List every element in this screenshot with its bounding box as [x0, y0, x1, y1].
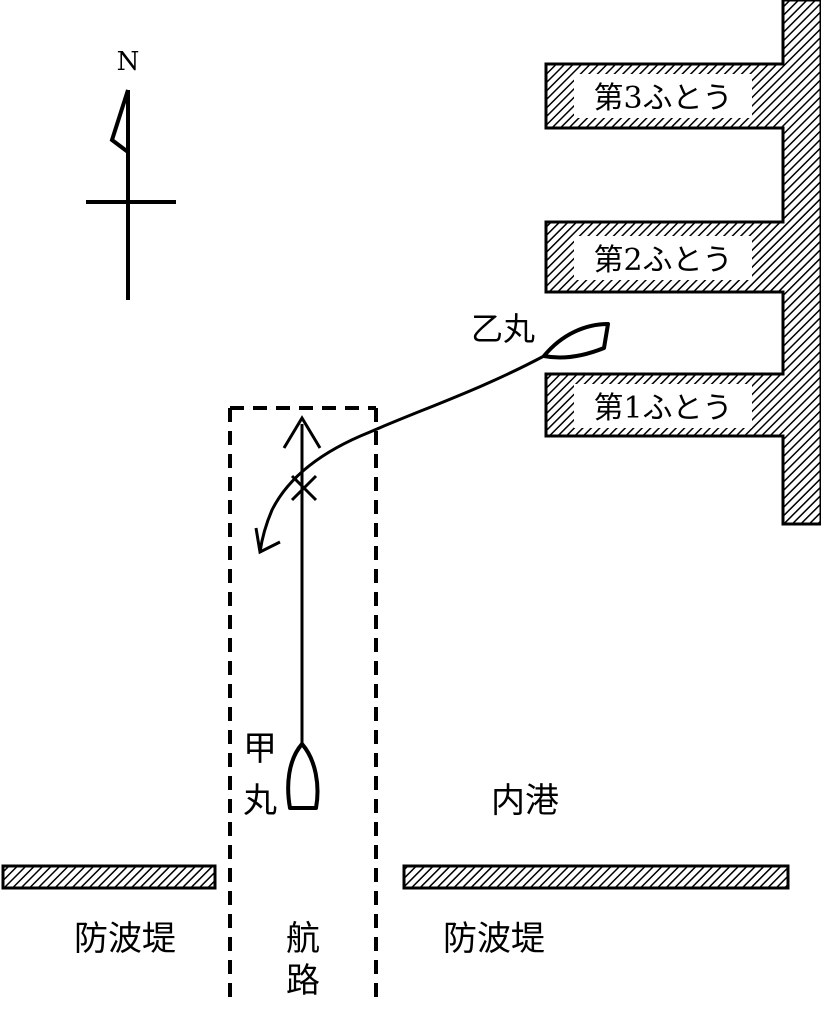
ship-otsu-arrowhead-icon: [254, 527, 281, 555]
ship-ko-hull-icon: [286, 742, 320, 810]
breakwater-left-label: 防波堤: [74, 919, 176, 959]
ship-otsu-label: 乙丸: [471, 310, 535, 348]
pier-3-label-bg: [574, 74, 752, 118]
ship-ko: [282, 415, 322, 810]
channel-boundary: [228, 406, 378, 998]
channel-label-line1: 航: [286, 919, 320, 959]
pier-2-label-bg: [574, 236, 752, 280]
pier-3: 第3ふとう: [574, 74, 752, 118]
north-arrow-icon: N: [86, 47, 176, 300]
pier-1-label: 第1ふとう: [593, 391, 732, 426]
ship-otsu: [254, 322, 610, 555]
pier-2: 第2ふとう: [574, 236, 752, 280]
compass-north-label: N: [117, 47, 140, 77]
ship-ko-label-line1: 甲: [243, 729, 277, 769]
compass-flag: [109, 89, 130, 154]
ship-ko-label-line2: 丸: [243, 781, 277, 821]
collision-mark-icon: [290, 474, 318, 502]
ship-otsu-hull-icon: [542, 322, 610, 360]
breakwater-left: [1, 864, 217, 890]
channel-label-line2: 路: [286, 961, 320, 1001]
pier-2-label: 第2ふとう: [593, 243, 732, 278]
inner-harbor-label: 内港: [491, 781, 559, 821]
pier-1-label-bg: [574, 384, 752, 428]
pier-1: 第1ふとう: [574, 384, 752, 428]
ship-otsu-track: [258, 354, 545, 553]
breakwater-right: [402, 864, 790, 890]
pier-3-label: 第3ふとう: [593, 81, 732, 116]
ship-ko-arrowhead-icon: [282, 415, 322, 449]
breakwater-right-label: 防波堤: [443, 919, 545, 959]
